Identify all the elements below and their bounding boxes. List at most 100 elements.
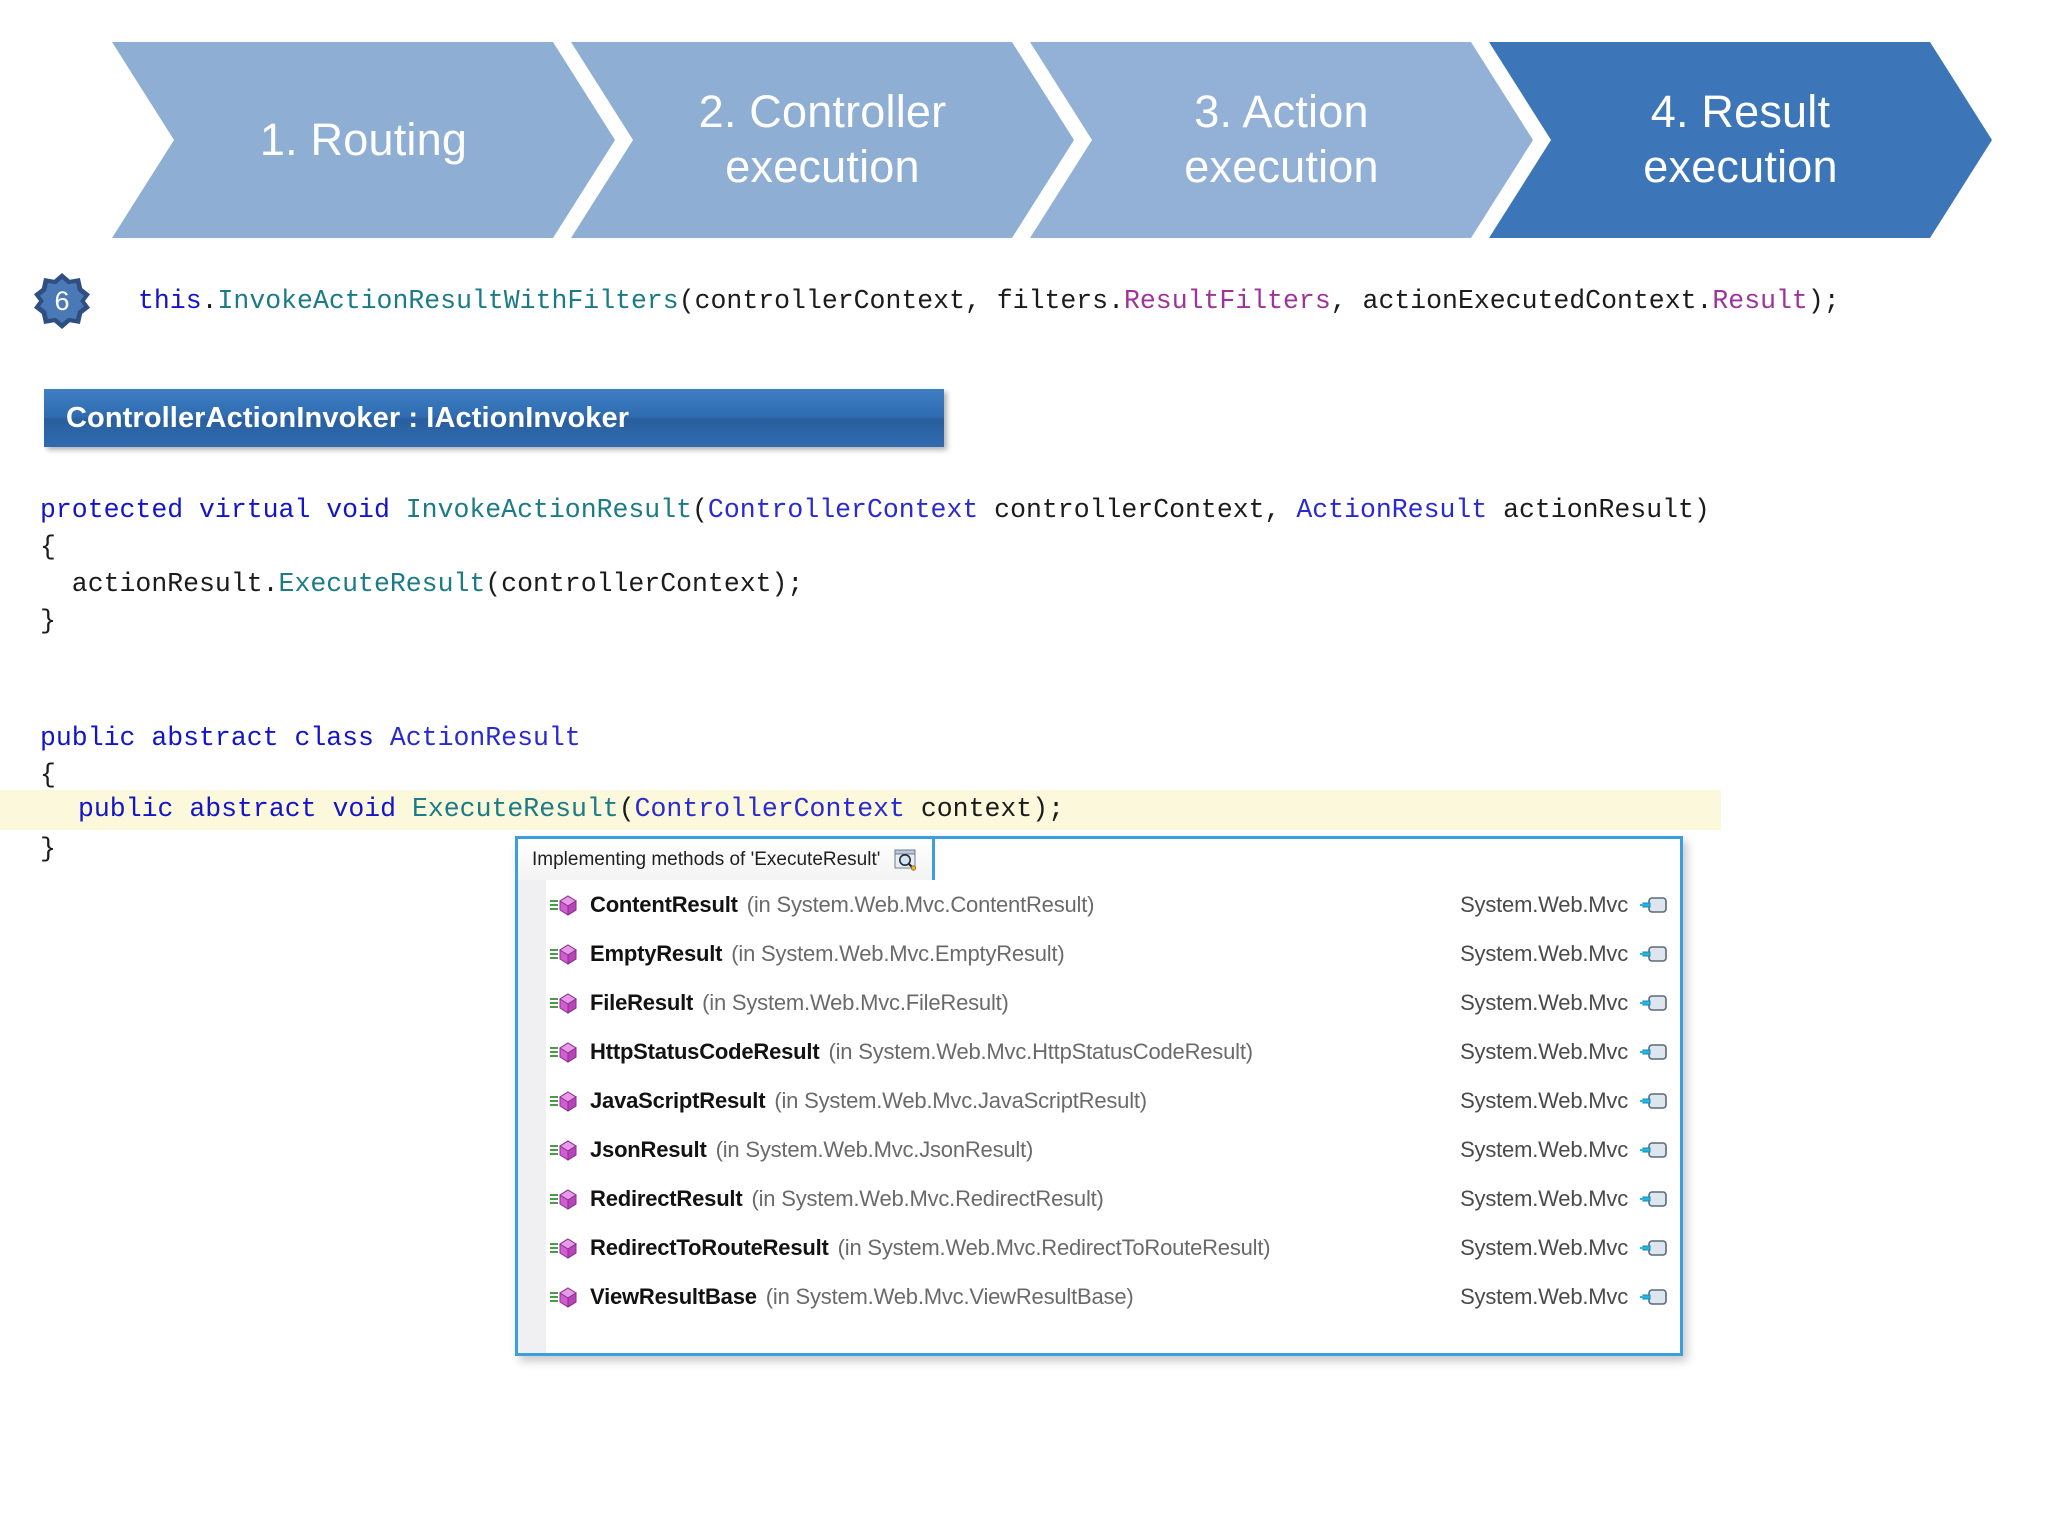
code-token: ControllerContext	[707, 495, 979, 525]
assembly-icon	[1640, 1237, 1668, 1259]
implementing-method-row[interactable]: RedirectToRouteResult (in System.Web.Mvc.…	[518, 1223, 1680, 1272]
code-token: , actionExecutedContext.	[1330, 286, 1713, 316]
method-scope-label: (in System.Web.Mvc.EmptyResult)	[731, 940, 1065, 966]
code-line: }	[40, 831, 581, 868]
method-icon	[548, 942, 582, 966]
method-name-label: FileResult	[590, 989, 694, 1015]
class-banner: ControllerActionInvoker : IActionInvoker	[44, 389, 944, 447]
implementing-method-row[interactable]: JavaScriptResult (in System.Web.Mvc.JavaS…	[518, 1076, 1680, 1125]
method-scope-label: (in System.Web.Mvc.RedirectResult)	[751, 1185, 1104, 1211]
code-token: InvokeActionResultWithFilters	[217, 286, 679, 316]
assembly-icon	[1640, 1239, 1667, 1256]
code-token: ExecuteResult	[411, 794, 619, 824]
method-icon	[548, 991, 582, 1015]
method-scope-label: (in System.Web.Mvc.JavaScriptResult)	[774, 1087, 1147, 1113]
assembly-icon	[1640, 1043, 1667, 1060]
code-token: }	[40, 834, 56, 864]
method-icon	[550, 1090, 577, 1112]
implementing-method-row[interactable]: ContentResult(in System.Web.Mvc.ContentR…	[518, 880, 1680, 929]
method-icon	[550, 894, 577, 916]
assembly-label: System.Web.Mvc	[1460, 1038, 1628, 1064]
method-icon	[548, 893, 582, 917]
method-icon	[548, 1089, 582, 1113]
code-token: .	[201, 286, 218, 316]
code-token: ResultFilters	[1124, 286, 1331, 316]
assembly-label: System.Web.Mvc	[1460, 989, 1628, 1015]
assembly-icon	[1640, 1141, 1667, 1158]
method-icon	[548, 1040, 582, 1064]
popup-left-gutter	[518, 880, 546, 1353]
method-icon	[548, 1138, 582, 1162]
code-token: this	[138, 286, 202, 316]
method-icon	[550, 1286, 577, 1308]
code-line: {	[40, 757, 581, 794]
code-token: actionResult.	[40, 569, 279, 599]
method-name-label: HttpStatusCodeResult	[590, 1038, 820, 1064]
code-token: public abstract void	[78, 794, 412, 824]
code-line: actionResult.ExecuteResult(controllerCon…	[40, 566, 1710, 603]
implementing-method-row[interactable]: JsonResult(in System.Web.Mvc.JsonResult)…	[518, 1125, 1680, 1174]
execute-result-signature-line: public abstract void ExecuteResult(Contr…	[78, 794, 1064, 824]
assembly-icon	[1640, 1041, 1668, 1063]
method-name-label: JsonResult	[590, 1136, 707, 1162]
code-token: actionResult)	[1487, 495, 1710, 525]
code-token: protected virtual void	[40, 495, 406, 525]
assembly-icon	[1640, 1288, 1667, 1305]
code-token: (controllerContext);	[485, 569, 804, 599]
assembly-label: System.Web.Mvc	[1460, 1234, 1628, 1260]
process-step-1: 1. Routing	[112, 42, 615, 238]
implementing-method-row[interactable]: EmptyResult (in System.Web.Mvc.EmptyResul…	[518, 929, 1680, 978]
code-token: controllerContext,	[978, 495, 1297, 525]
process-step-label: 4. Result execution	[1643, 86, 1838, 192]
seal-inner-shape	[40, 279, 84, 323]
assembly-icon	[1640, 1286, 1668, 1308]
method-icon	[550, 943, 577, 965]
assembly-icon	[1640, 1188, 1668, 1210]
assembly-label: System.Web.Mvc	[1460, 1136, 1628, 1162]
assembly-icon	[1640, 896, 1667, 913]
implementing-method-row[interactable]: ViewResultBase(in System.Web.Mvc.ViewRes…	[518, 1272, 1680, 1321]
code-token: ExecuteResult	[278, 569, 486, 599]
method-name-label: ContentResult	[590, 891, 738, 917]
code-token: ActionResult	[389, 723, 581, 753]
highlighted-line-background	[0, 790, 1721, 830]
process-step-label: 1. Routing	[259, 113, 468, 165]
implementing-method-row[interactable]: HttpStatusCodeResult (in System.Web.Mvc.H…	[518, 1027, 1680, 1076]
method-scope-label: (in System.Web.Mvc.RedirectToRouteResult…	[837, 1234, 1271, 1260]
process-step-2: 2. Controller execution	[571, 42, 1074, 238]
method-name-label: JavaScriptResult	[590, 1087, 766, 1113]
assembly-icon	[1640, 1092, 1667, 1109]
method-icon	[548, 1187, 582, 1211]
method-icon	[550, 1139, 577, 1161]
assembly-label: System.Web.Mvc	[1460, 1185, 1628, 1211]
method-icon	[548, 1236, 582, 1260]
implementing-method-row[interactable]: RedirectResult(in System.Web.Mvc.Redirec…	[518, 1174, 1680, 1223]
code-line: protected virtual void InvokeActionResul…	[40, 492, 1710, 529]
assembly-icon	[1640, 1139, 1668, 1161]
assembly-label: System.Web.Mvc	[1460, 891, 1628, 917]
method-scope-label: (in System.Web.Mvc.ViewResultBase)	[765, 1283, 1134, 1309]
code-token: }	[40, 606, 56, 636]
class-banner-label: ControllerActionInvoker : IActionInvoker	[66, 401, 630, 434]
method-icon	[550, 1188, 577, 1210]
implementing-method-row[interactable]: FileResult(in System.Web.Mvc.FileResult)…	[518, 978, 1680, 1027]
method-scope-label: (in System.Web.Mvc.HttpStatusCodeResult)	[828, 1038, 1253, 1064]
method-icon	[550, 992, 577, 1014]
code-token: Result	[1712, 286, 1808, 316]
assembly-icon	[1640, 994, 1667, 1011]
code-token: public abstract class	[40, 723, 390, 753]
code-line: public abstract class ActionResult	[40, 720, 581, 757]
popup-tab-header[interactable]: Implementing methods of 'ExecuteResult'	[515, 836, 935, 880]
assembly-label: System.Web.Mvc	[1460, 1283, 1628, 1309]
assembly-label: System.Web.Mvc	[1460, 1087, 1628, 1113]
assembly-label: System.Web.Mvc	[1460, 940, 1628, 966]
assembly-icon	[1640, 1090, 1668, 1112]
popup-tab-title: Implementing methods of 'ExecuteResult'	[532, 848, 881, 870]
implementing-methods-popup[interactable]: Implementing methods of 'ExecuteResult' …	[515, 836, 1683, 1356]
popup-results-list[interactable]: ContentResult(in System.Web.Mvc.ContentR…	[518, 880, 1680, 1353]
method-name-label: RedirectToRouteResult	[590, 1234, 829, 1260]
method-icon	[550, 1237, 577, 1259]
method-name-label: EmptyResult	[590, 940, 723, 966]
magnifier-icon[interactable]	[894, 849, 918, 871]
